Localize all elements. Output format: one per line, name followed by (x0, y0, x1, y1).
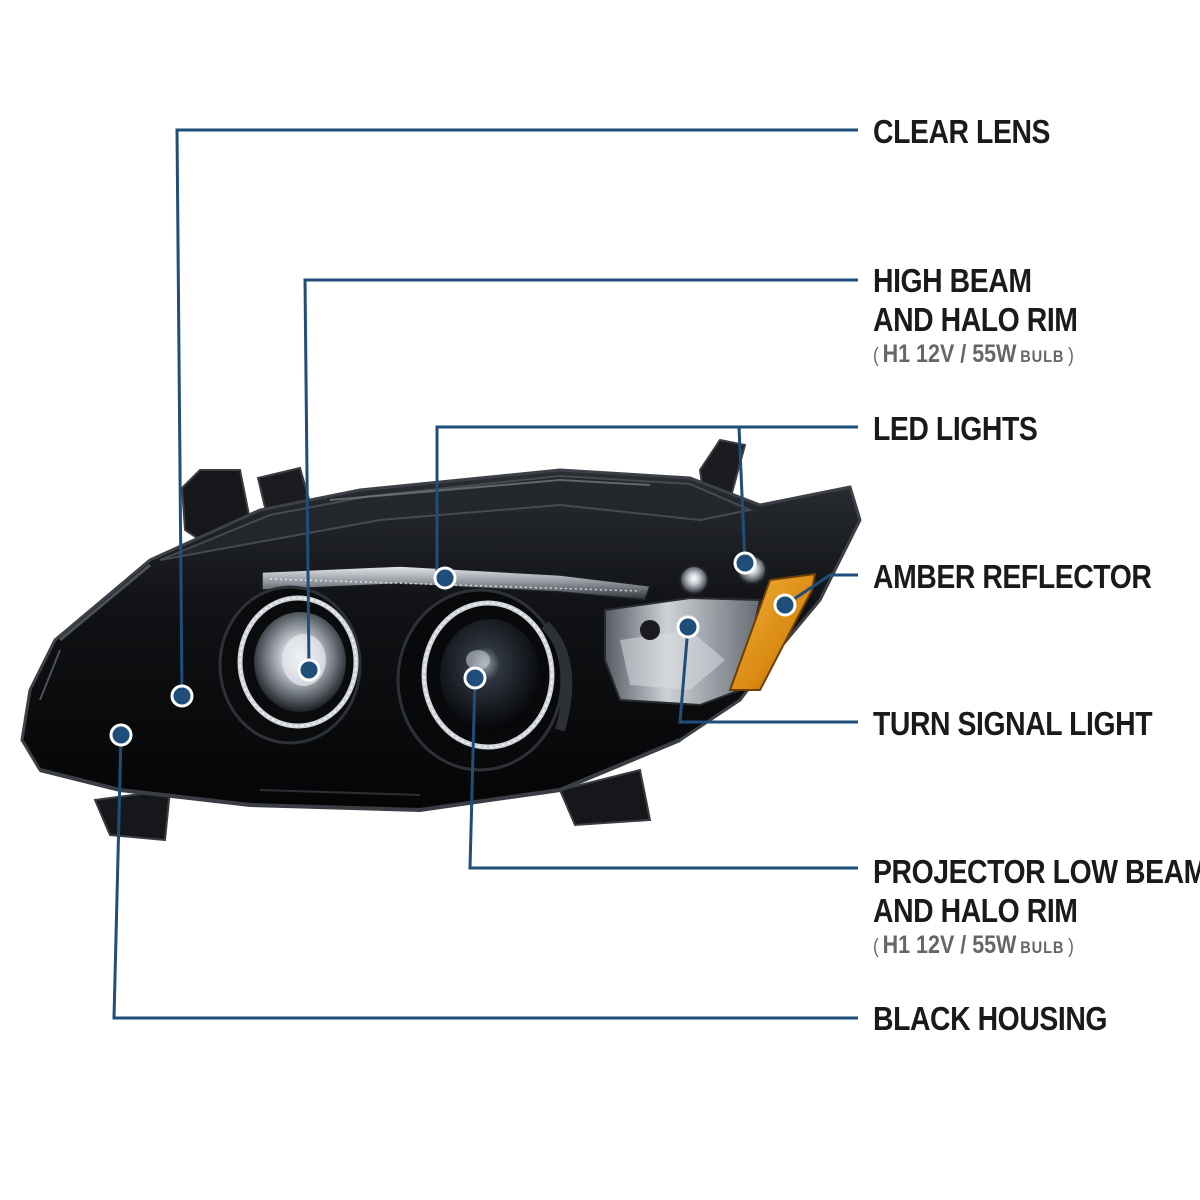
dot-led-bar (433, 566, 457, 590)
leader-projector (468, 677, 858, 870)
leader-high-beam (303, 278, 858, 671)
leader-lines (112, 128, 858, 1020)
leader-turn-signal (678, 626, 858, 724)
high-beam-assembly (218, 585, 362, 745)
leader-amber-reflector (784, 573, 858, 607)
spec-high-beam: ( H1 12V / 55W BULB ) (873, 340, 1074, 368)
label-turn-signal: TURN SIGNAL LIGHT (873, 705, 1153, 742)
leader-led-lights (435, 425, 858, 578)
led-lens-small-1 (679, 565, 709, 595)
label-amber-reflector: AMBER REFLECTOR (873, 558, 1152, 595)
label-black-housing: BLACK HOUSING (873, 1000, 1108, 1037)
label-high-beam-line1: HIGH BEAM (873, 262, 1032, 299)
leader-clear-lens (175, 128, 858, 697)
callout-dots (109, 551, 797, 747)
label-projector-line2: AND HALO RIM (873, 892, 1078, 929)
label-projector-line1: PROJECTOR LOW BEAM (873, 853, 1200, 890)
leader-led-lights-branch (737, 426, 747, 564)
label-led-lights: LED LIGHTS (873, 410, 1038, 447)
dot-amber (773, 593, 797, 617)
turn-signal-reflector (604, 596, 762, 707)
mounting-brackets (93, 438, 747, 842)
lens-highlight (159, 474, 754, 561)
dot-black-housing (109, 723, 133, 747)
dot-turn-signal (676, 615, 700, 639)
spec-projector: ( H1 12V / 55W BULB ) (873, 931, 1074, 959)
dot-projector (463, 666, 487, 690)
dot-high-beam (297, 658, 321, 682)
leader-black-housing (112, 734, 858, 1020)
dot-clear-lens (170, 684, 194, 708)
label-clear-lens: CLEAR LENS (873, 113, 1051, 150)
label-high-beam-line2: AND HALO RIM (873, 301, 1078, 338)
dot-led-small (733, 551, 757, 575)
